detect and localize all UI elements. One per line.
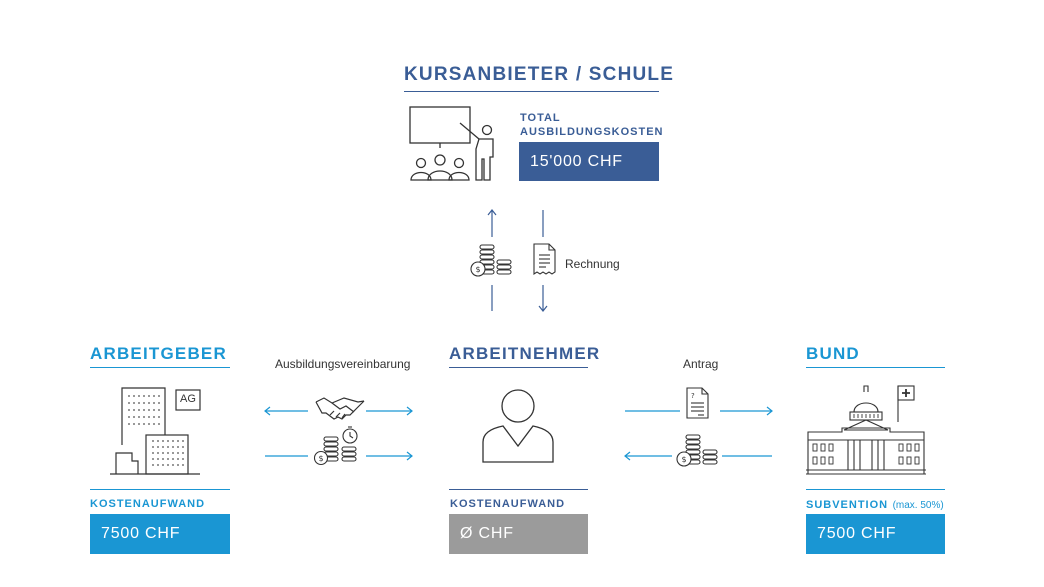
agreement-arrows bbox=[264, 406, 413, 461]
federal-palace-icon bbox=[806, 385, 926, 475]
employer-title-rule bbox=[90, 367, 230, 368]
person-icon bbox=[482, 389, 554, 463]
federal-subsidy-label-text: SUBVENTION bbox=[806, 499, 889, 511]
employee-title-rule bbox=[449, 367, 588, 368]
svg-text:$: $ bbox=[476, 265, 481, 274]
employee-title: ARBEITNEHMER bbox=[449, 344, 601, 363]
employee-cost-rule bbox=[449, 489, 588, 490]
handshake-icon bbox=[315, 397, 365, 420]
provider-cost-label-line1: TOTAL bbox=[520, 112, 561, 124]
application-arrows bbox=[624, 406, 773, 461]
document-icon: ? bbox=[686, 387, 709, 419]
provider-title: KURSANBIETER / SCHULE bbox=[404, 64, 675, 85]
federal-subsidy-note: (max. 50%) bbox=[892, 500, 944, 511]
federal-subsidy-label: SUBVENTION (max. 50%) bbox=[806, 495, 944, 513]
application-label: Antrag bbox=[683, 357, 719, 371]
federal-title-rule bbox=[806, 367, 945, 368]
invoice-label: Rechnung bbox=[565, 257, 620, 271]
provider-title-rule bbox=[404, 91, 659, 92]
agreement-label: Ausbildungsvereinbarung bbox=[275, 357, 411, 371]
employer-cost-box: 7500 CHF bbox=[90, 514, 230, 554]
employee-cost-label: KOSTENAUFWAND bbox=[450, 498, 566, 510]
coins-icon: $ bbox=[676, 434, 718, 467]
employer-cost-label: KOSTENAUFWAND bbox=[90, 498, 206, 510]
provider-cost-label-line2: AUSBILDUNGSKOSTEN bbox=[520, 126, 664, 138]
svg-text:?: ? bbox=[691, 392, 695, 400]
coins-clock-icon: $ bbox=[313, 426, 358, 466]
coins-icon: $ bbox=[470, 244, 512, 277]
presentation-icon bbox=[409, 106, 494, 181]
employer-title: ARBEITGEBER bbox=[90, 344, 227, 363]
provider-cost-box: 15'000 CHF bbox=[519, 142, 659, 181]
provider-cost-label: TOTAL AUSBILDUNGSKOSTEN bbox=[520, 111, 664, 139]
center-flow-arrows bbox=[487, 209, 548, 312]
svg-text:$: $ bbox=[682, 455, 687, 464]
federal-subsidy-rule bbox=[806, 489, 945, 490]
employer-cost-rule bbox=[90, 489, 230, 490]
employer-ag-label: AG bbox=[180, 393, 196, 405]
employee-cost-box: Ø CHF bbox=[449, 514, 588, 554]
invoice-icon bbox=[533, 243, 556, 276]
federal-subsidy-box: 7500 CHF bbox=[806, 514, 945, 554]
svg-text:$: $ bbox=[319, 454, 324, 463]
office-buildings-icon bbox=[110, 387, 201, 475]
federal-title: BUND bbox=[806, 344, 860, 363]
